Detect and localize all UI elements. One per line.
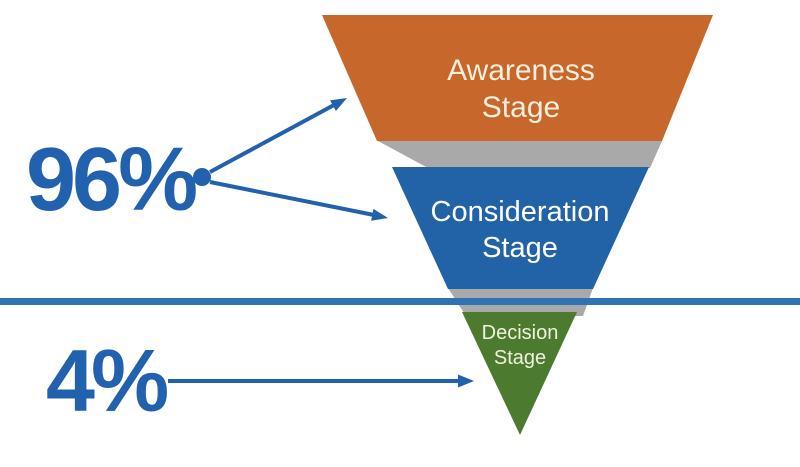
arrow-to-decision-head-icon [458, 374, 474, 388]
arrow-to-consideration-head-icon [371, 208, 388, 221]
label-96-percent: 96% [26, 130, 196, 230]
divider-line [0, 298, 800, 305]
consideration-stage-shape [392, 167, 649, 289]
arrow-origin-dot [193, 168, 211, 186]
awareness-stage-shape [322, 15, 713, 141]
consideration-stage-label-line2: Stage [482, 232, 558, 264]
arrow-to-awareness-shaft [209, 103, 335, 174]
arrow-to-awareness-head-icon [330, 98, 347, 111]
consideration-stage-label-line1: Consideration [431, 196, 610, 228]
funnel-connector-top [378, 141, 662, 168]
decision-stage-shape [462, 312, 577, 435]
arrow-to-consideration-shaft [209, 180, 375, 217]
awareness-stage-label-line1: Awareness [447, 54, 595, 87]
label-4-percent: 4% [46, 331, 167, 430]
awareness-stage-label-line2: Stage [482, 91, 560, 124]
decision-stage-label-line1: Decision [482, 322, 559, 344]
decision-stage-label-line2: Stage [494, 347, 546, 369]
